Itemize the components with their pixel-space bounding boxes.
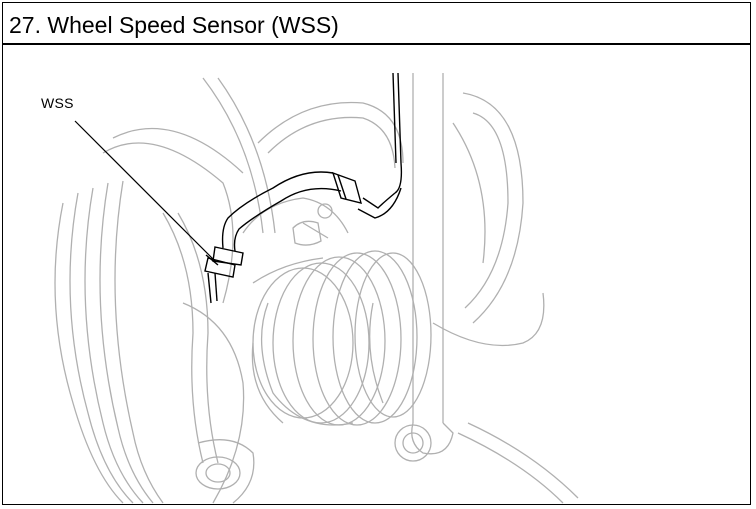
sensor-harness-drawing xyxy=(204,72,403,304)
diagram-frame: 27. Wheel Speed Sensor (WSS) xyxy=(2,2,751,505)
knuckle-drawing xyxy=(242,92,545,404)
page-title: 27. Wheel Speed Sensor (WSS) xyxy=(9,12,339,38)
wss-callout-label: WSS xyxy=(41,95,74,111)
wss-leader-line xyxy=(74,120,216,262)
cv-boot-drawing xyxy=(251,250,432,426)
wheel-speed-sensor-illustration xyxy=(54,72,579,504)
strut-drawing xyxy=(292,73,579,504)
title-bar: 27. Wheel Speed Sensor (WSS) xyxy=(3,3,750,45)
brake-disc-drawing xyxy=(54,77,276,504)
